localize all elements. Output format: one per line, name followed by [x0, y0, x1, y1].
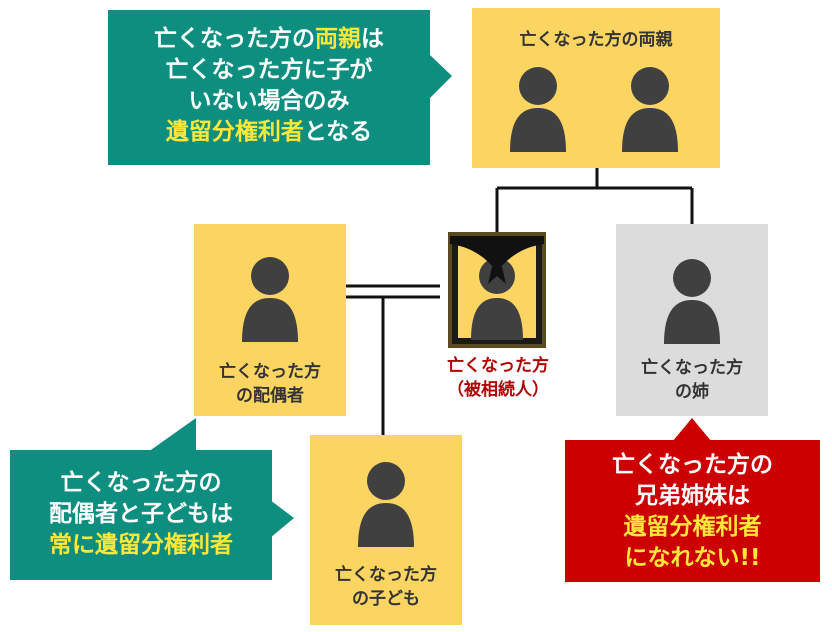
parents-callout-line3: いない場合のみ — [188, 88, 350, 114]
sister-person-icon — [664, 259, 720, 344]
child-label-line1: 亡くなった方 — [335, 565, 437, 585]
sister-label-line1: 亡くなった方 — [641, 358, 743, 378]
spouse-child-callout-highlight: 常に遺留分権利者 — [49, 532, 233, 558]
spouse-child-callout-line1: 亡くなった方の — [60, 470, 222, 496]
spouse-child-callout: 亡くなった方の 配偶者と子どもは 常に遺留分権利者 — [10, 450, 272, 580]
mourning-ribbon-icon — [450, 236, 544, 284]
parents-callout-line4-suffix: となる — [303, 119, 373, 145]
parents-callout-line1-suffix: は — [361, 26, 384, 52]
siblings-callout-highlight-heir: 遺留分権利者 — [623, 514, 762, 540]
sister-box: 亡くなった方 の姉 — [616, 224, 768, 416]
parents-callout-line2: 亡くなった方に子が — [165, 57, 373, 83]
parents-callout-highlight-heir: 遺留分権利者 — [165, 119, 304, 145]
spouse-box: 亡くなった方 の配偶者 — [194, 224, 346, 416]
deceased-label: 亡くなった方 （被相続人） — [420, 354, 576, 402]
deceased-label-line1: 亡くなった方 — [447, 356, 549, 376]
siblings-callout: 亡くなった方の 兄弟姉妹は 遺留分権利者 になれない!! — [565, 440, 820, 582]
sister-label-line2: の姉 — [675, 382, 709, 402]
parents-box-label: 亡くなった方の両親 — [519, 30, 673, 50]
deceased-label-line2: （被相続人） — [447, 380, 549, 400]
mother-person-icon — [622, 67, 678, 152]
child-person-icon — [358, 462, 414, 547]
spouse-child-callout-line2: 配偶者と子どもは — [49, 501, 233, 527]
spouse-label-line1: 亡くなった方 — [219, 362, 321, 382]
child-label-line2: の子ども — [352, 589, 420, 609]
spouse-person-icon — [242, 257, 298, 342]
parents-box: 亡くなった方の両親 — [472, 8, 720, 168]
parents-callout-line1: 亡くなった方の — [154, 26, 315, 52]
parents-callout: 亡くなった方の両親は 亡くなった方に子が いない場合のみ 遺留分権利者となる — [108, 10, 430, 165]
spouse-label-line2: の配偶者 — [236, 386, 304, 406]
siblings-callout-highlight-cannot: になれない!! — [624, 545, 761, 571]
child-box: 亡くなった方 の子ども — [310, 435, 462, 625]
father-person-icon — [510, 67, 566, 152]
siblings-callout-line2: 兄弟姉妹は — [635, 483, 750, 509]
siblings-callout-line1: 亡くなった方の — [612, 452, 773, 478]
deceased-portrait-frame — [448, 232, 546, 348]
parents-callout-highlight-parents: 両親 — [315, 26, 361, 52]
